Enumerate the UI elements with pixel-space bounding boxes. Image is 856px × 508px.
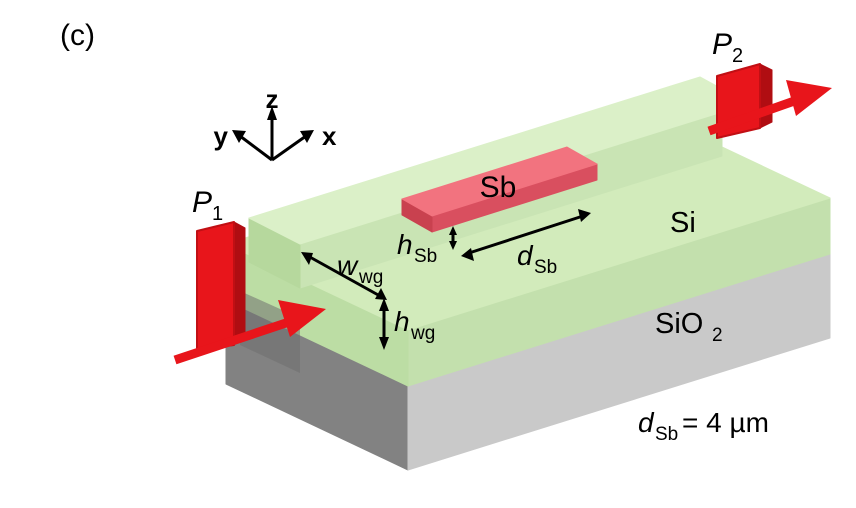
panel-label: (c): [60, 19, 95, 52]
axis-x-line: [271, 134, 307, 162]
p1-plate-face: [196, 221, 235, 351]
sio2-material-label: SiO: [655, 308, 703, 340]
sio2-material-label-sub: 2: [712, 325, 723, 346]
dimension-dsb: d Sb: [461, 209, 591, 278]
sio2-material-label-group: SiO 2: [655, 308, 723, 346]
axis-y-label: y: [214, 121, 229, 151]
axis-y-arrowhead: [232, 130, 246, 143]
wwg-line: [307, 254, 381, 298]
axis-y-line: [239, 134, 273, 162]
p1-label-sub: 1: [212, 203, 223, 225]
wwg-arrowhead-start: [301, 252, 313, 265]
p1-plate-side: [233, 221, 246, 346]
hwg-label-sub: wg: [410, 323, 435, 344]
sb-material-label: Sb: [480, 171, 517, 204]
dsb-annotation-symbol: d: [638, 407, 655, 438]
port-p1-group: P 1: [173, 186, 326, 373]
sb-absorber-block: Sb: [401, 146, 598, 233]
axis-x-arrowhead: [300, 130, 314, 143]
wwg-arrowhead-end: [375, 288, 387, 300]
dsb-annotation-value: = 4 µm: [682, 407, 769, 438]
p2-plate-side: [759, 63, 773, 129]
sb-top-face: [401, 146, 598, 217]
port-p2-group: P 2: [707, 28, 832, 139]
dsb-label: d: [517, 240, 534, 271]
p2-label: P: [712, 28, 732, 61]
axis-z-arrowhead: [267, 106, 277, 120]
dimension-hwg: h wg: [379, 298, 435, 350]
dimension-hsb: h Sb: [397, 226, 457, 267]
dsb-label-sub: Sb: [534, 257, 557, 278]
si-material-label: Si: [670, 207, 696, 239]
hsb-label-sub: Sb: [414, 246, 437, 267]
coordinate-axes: z x y: [214, 84, 337, 162]
wwg-label: w: [337, 250, 359, 281]
p1-input-arrow: [173, 300, 326, 365]
dsb-annotation-sub: Sb: [655, 424, 678, 445]
axis-z-label: z: [266, 84, 279, 114]
axis-x-label: x: [322, 121, 337, 151]
hwg-arrowhead-bottom: [379, 337, 389, 350]
dimension-wwg: w wg: [301, 250, 387, 300]
p2-label-sub: 2: [732, 45, 743, 67]
dsb-arrowhead-left: [461, 248, 474, 261]
wwg-label-sub: wg: [358, 267, 383, 288]
hsb-arrowhead-top: [449, 226, 457, 235]
p1-label: P: [192, 186, 212, 219]
p2-output-arrow: [707, 80, 832, 136]
dsb-line: [468, 214, 584, 255]
hsb-arrowhead-bottom: [449, 241, 457, 250]
hwg-arrowhead-top: [379, 298, 389, 311]
hwg-label: h: [394, 306, 410, 337]
dsb-value-annotation: d Sb = 4 µm: [638, 407, 769, 445]
hsb-label: h: [397, 229, 413, 260]
dsb-arrowhead-right: [578, 209, 591, 222]
